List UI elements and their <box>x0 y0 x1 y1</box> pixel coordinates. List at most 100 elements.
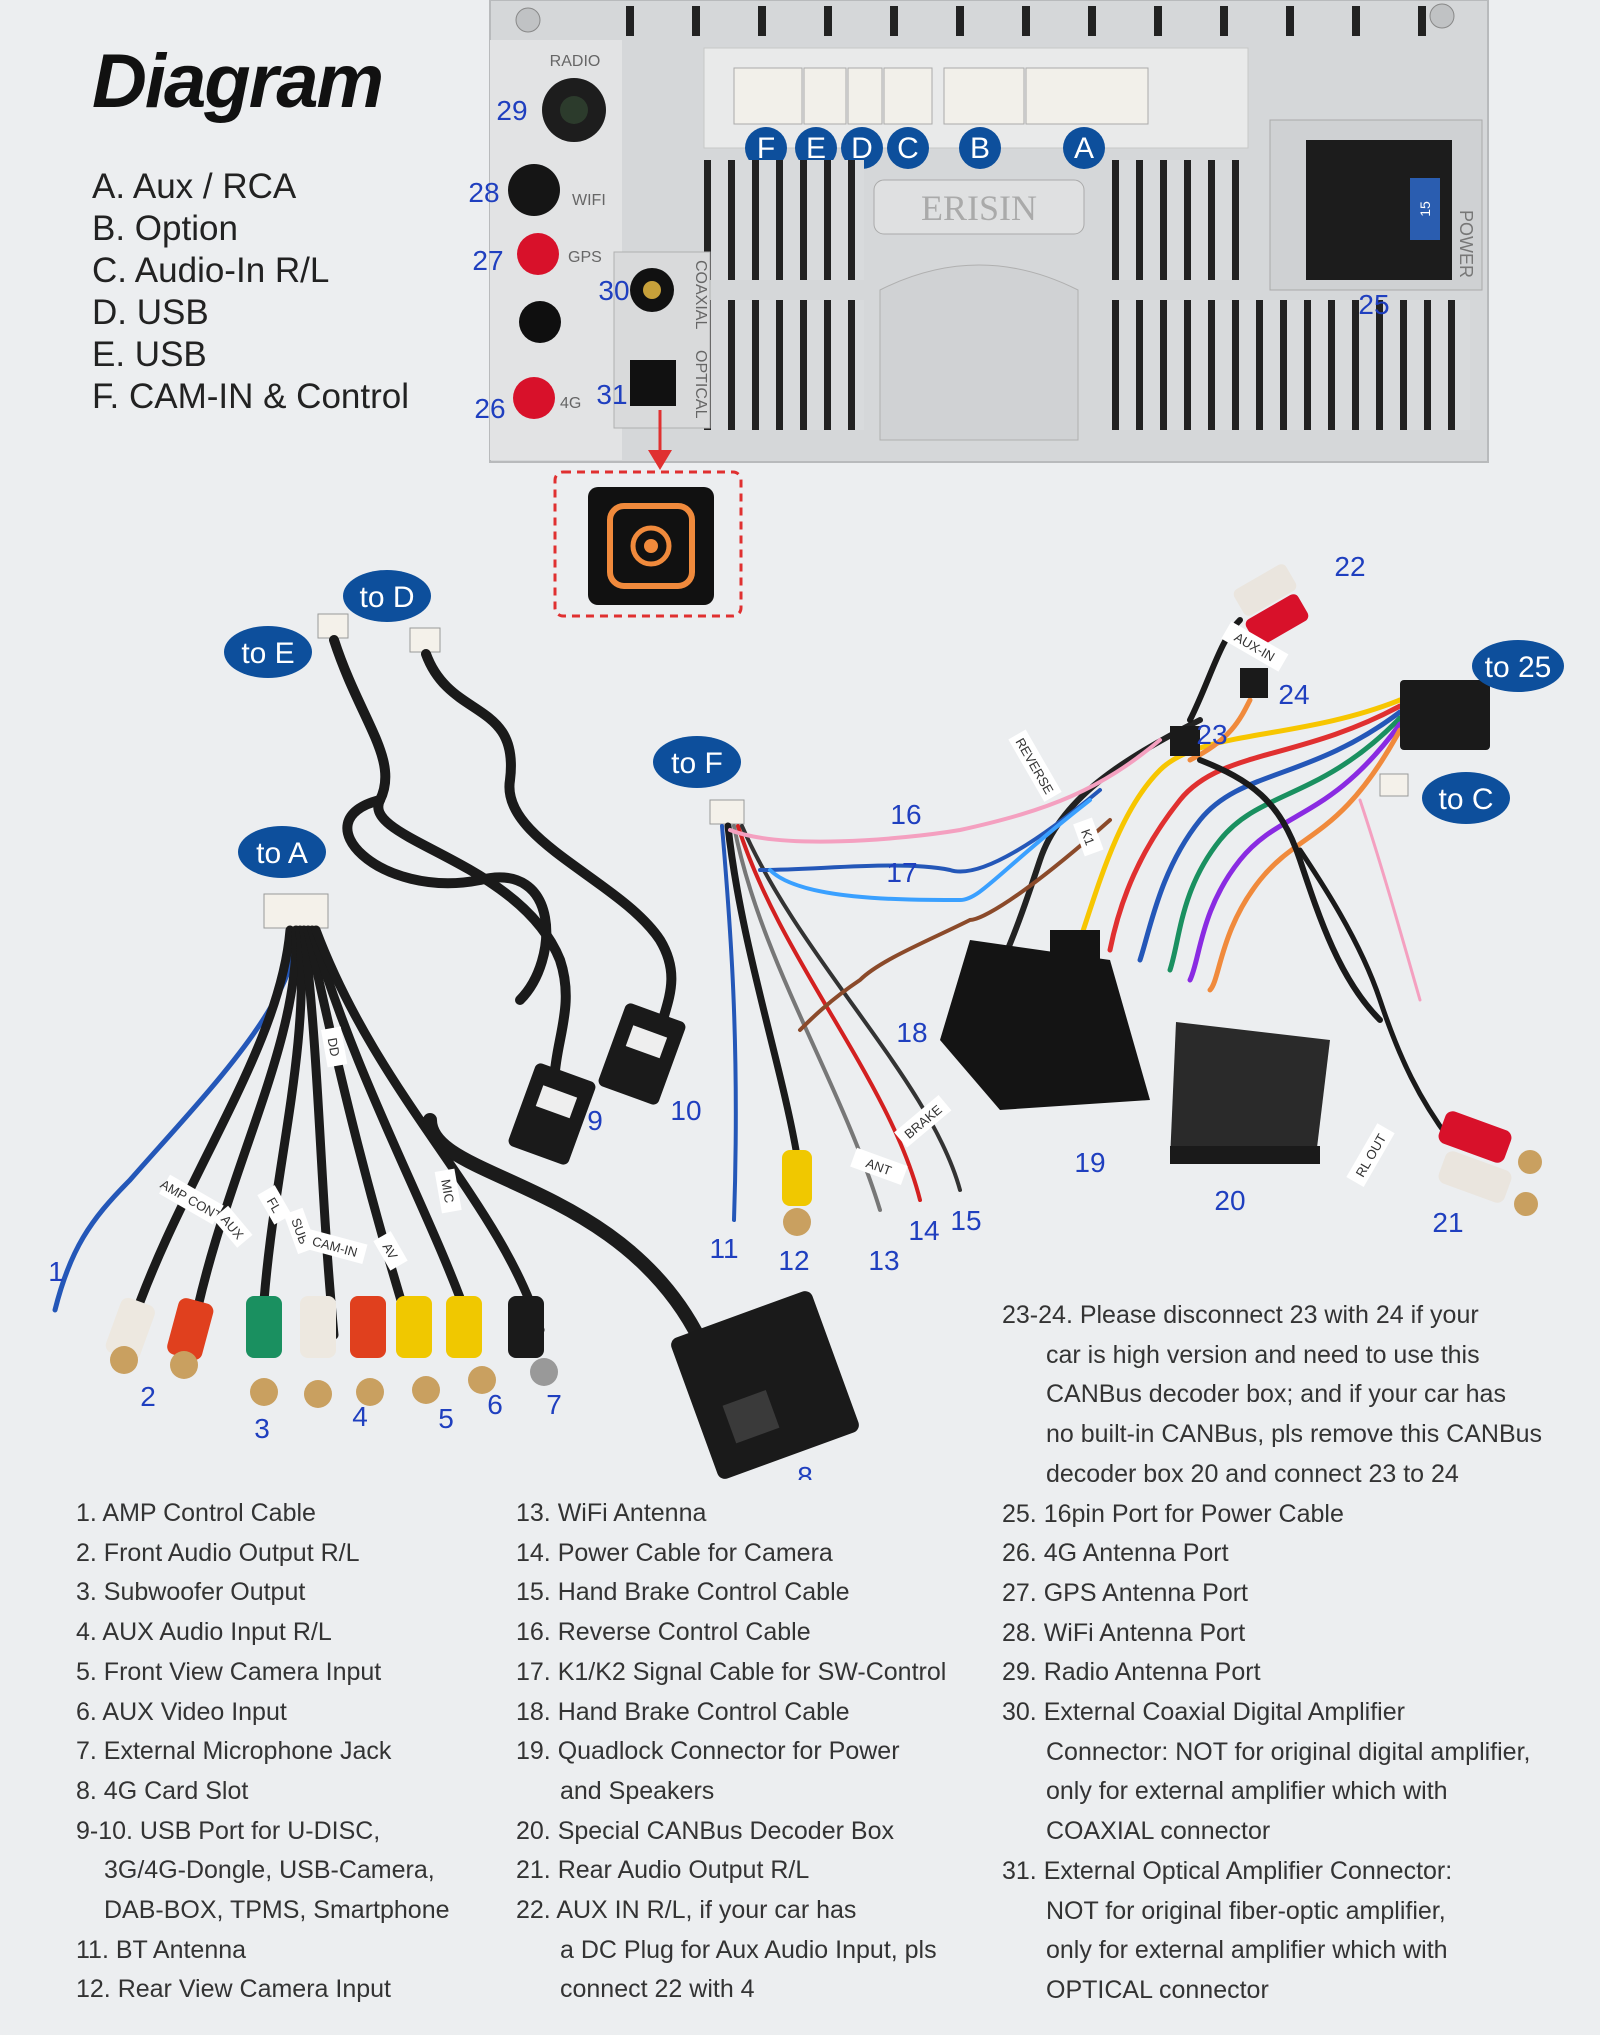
note-4: 4. AUX Audio Input R/L <box>76 1618 332 1647</box>
callout-21: 21 <box>1432 1207 1463 1238</box>
gps-label: GPS <box>568 249 602 266</box>
port-legend: A. Aux / RCA B. Option C. Audio-In R/L D… <box>92 166 409 418</box>
note-1: 1. AMP Control Cable <box>76 1499 316 1527</box>
screw-left <box>515 7 541 33</box>
tag-dd: DD <box>325 1037 343 1058</box>
quadlock-connector <box>940 940 1150 1110</box>
callout-8: 8 <box>797 1461 813 1480</box>
note-18: 18. Hand Brake Control Cable <box>516 1697 850 1726</box>
top-fins <box>626 6 1426 36</box>
rca-plug-white-fl <box>105 1297 155 1361</box>
callout-2: 2 <box>140 1381 156 1412</box>
wiring-diagram: F E D C B A ERISIN 15 POWER RADIO WIFI G… <box>48 0 1564 1480</box>
callout-5: 5 <box>438 1403 454 1434</box>
note-11: 11. BT Antenna <box>76 1935 247 1964</box>
note-31-cont-3: OPTICAL connector <box>1046 1975 1269 2004</box>
note-6: 6. AUX Video Input <box>76 1697 287 1726</box>
4g-card-slot <box>671 1291 859 1479</box>
head-unit: F E D C B A ERISIN 15 POWER RADIO WIFI G… <box>489 0 1489 470</box>
port-letter-f: F <box>757 132 775 165</box>
note-30-cont-1: Connector: NOT for original digital ampl… <box>1046 1737 1531 1766</box>
callout-13: 13 <box>868 1245 899 1276</box>
callout-18: 18 <box>896 1017 927 1048</box>
callout-10: 10 <box>670 1095 701 1126</box>
vent-lower-right <box>1110 300 1470 430</box>
callout-1: 1 <box>48 1256 64 1287</box>
note-22-cont-2: connect 22 with 4 <box>560 1975 755 2004</box>
note-23-24-cont-3: no built-in CANBus, pls remove this CANB… <box>1046 1420 1543 1449</box>
connector-d <box>409 627 441 653</box>
badge-to-c: to C <box>1438 783 1493 816</box>
4g-label: 4G <box>560 395 581 412</box>
port-letter-e: E <box>806 132 826 165</box>
power-label: POWER <box>1456 210 1476 278</box>
callout-25: 25 <box>1358 289 1389 320</box>
note-9-10-cont-2: DAB-BOX, TPMS, Smartphone <box>104 1896 450 1925</box>
legend-item-e: E. USB <box>92 335 207 374</box>
brand-plate <box>873 179 1085 235</box>
port-letter-b: B <box>970 132 990 165</box>
note-9-10: 9-10. USB Port for U-DISC, <box>76 1816 381 1845</box>
connector-a <box>263 893 329 929</box>
legend-item-f: F. CAM-IN & Control <box>92 377 409 416</box>
callout-numbers: 1 2 3 4 5 6 7 8 9 10 11 12 13 14 15 16 1… <box>48 95 1463 1480</box>
wire-reverse <box>728 738 1162 844</box>
note-9-10-cont-1: 3G/4G-Dongle, USB-Camera, <box>104 1856 435 1885</box>
callout-15: 15 <box>950 1205 981 1236</box>
notes-column-2: 13. WiFi Antenna 14. Power Cable for Cam… <box>516 1494 946 2010</box>
note-19: 19. Quadlock Connector for Power <box>516 1737 900 1766</box>
note-7: 7. External Microphone Jack <box>76 1737 392 1766</box>
callout-12: 12 <box>778 1245 809 1276</box>
note-30: 30. External Coaxial Digital Amplifier <box>1002 1698 1405 1727</box>
blank-port <box>519 301 561 343</box>
rca-plug-green-sub <box>246 1296 282 1358</box>
callout-31: 31 <box>596 379 627 410</box>
tag-fl: FL <box>264 1195 285 1216</box>
canbus-decoder-box <box>1170 1022 1330 1160</box>
callout-22: 22 <box>1334 551 1365 582</box>
callout-29: 29 <box>496 95 527 126</box>
rca-plug-white-aux <box>300 1296 336 1358</box>
optical-highlight <box>553 470 743 618</box>
note-29: 29. Radio Antenna Port <box>1002 1658 1261 1687</box>
note-12: 12. Rear View Camera Input <box>76 1975 391 2004</box>
note-5: 5. Front View Camera Input <box>76 1657 382 1686</box>
rca-white-aux-in <box>1233 564 1297 616</box>
quadlock <box>940 930 1150 1110</box>
legend-item-a: A. Aux / RCA <box>92 167 297 206</box>
vent-left <box>704 160 864 280</box>
callout-30: 30 <box>598 275 629 306</box>
note-22: 22. AUX IN R/L, if your car has <box>516 1896 857 1925</box>
fuse-label: 15 <box>1417 201 1433 217</box>
coaxial-label: COAXIAL <box>692 260 709 329</box>
notes-column-3: 23-24. Please disconnect 23 with 24 if y… <box>1002 1296 1542 2011</box>
connector-e <box>317 613 349 639</box>
callout-6: 6 <box>487 1389 503 1420</box>
vent-right <box>1110 160 1240 280</box>
gps-antenna-port <box>517 233 559 275</box>
wifi-antenna-port <box>508 164 560 216</box>
port-b <box>943 67 1025 125</box>
note-22-cont-1: a DC Plug for Aux Audio Input, pls <box>560 1935 937 1964</box>
port-f <box>733 67 803 125</box>
note-28: 28. WiFi Antenna Port <box>1002 1618 1246 1647</box>
callout-9: 9 <box>587 1105 603 1136</box>
callout-3: 3 <box>254 1413 270 1444</box>
port-e <box>803 67 847 125</box>
note-17: 17. K1/K2 Signal Cable for SW-Control <box>516 1657 947 1686</box>
callout-23: 23 <box>1196 719 1227 750</box>
optical-port <box>630 360 676 406</box>
vent-lower-left <box>704 300 864 430</box>
mic-jack <box>508 1296 544 1358</box>
notes-column-1: 1. AMP Control Cable 2. Front Audio Outp… <box>76 1494 450 2010</box>
callout-27: 27 <box>472 245 503 276</box>
port-a <box>1025 67 1149 125</box>
aux-in-rca <box>1233 564 1309 646</box>
cable-group-f <box>709 799 962 1236</box>
callout-4: 4 <box>352 1401 368 1432</box>
connector-23 <box>1170 726 1200 756</box>
wire-k2 <box>768 798 1092 903</box>
badge-to-f: to F <box>671 747 723 780</box>
rca-plug-yellow-cam <box>396 1296 432 1358</box>
port-c <box>883 67 933 125</box>
